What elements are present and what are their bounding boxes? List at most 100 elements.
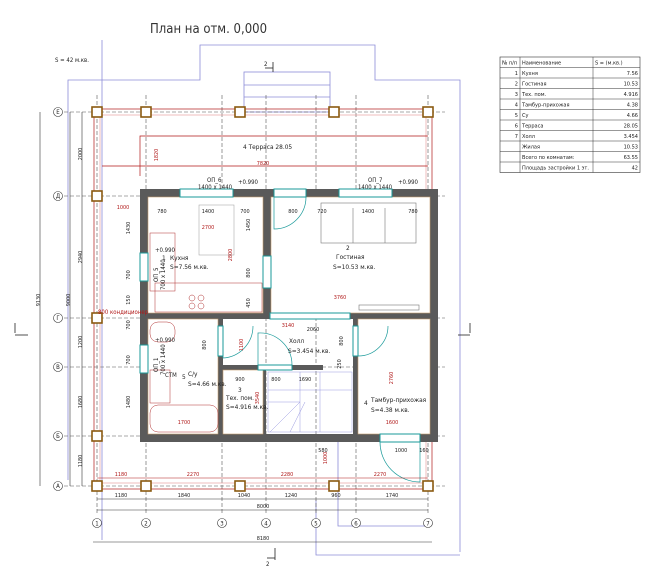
dimension-label: 1400 (362, 209, 375, 215)
dimension-label: 8180 (257, 536, 270, 542)
table-cell-area: 10.53 (624, 82, 638, 88)
conditioner-label: 800 кондиционер (98, 309, 149, 316)
axis-bubble (92, 518, 102, 528)
axis-bubble (217, 518, 227, 528)
dimension-label: 450 (246, 298, 252, 307)
window-op6-level: +0.990 (238, 179, 259, 186)
room-name: С/у (188, 370, 198, 378)
table-cell-area: 10.53 (624, 145, 638, 151)
table-header: Наименование (522, 61, 561, 67)
axis-label: 6 (354, 521, 358, 528)
axis-label: 3 (220, 521, 223, 528)
window-labels: ОП_6 1400 x 1440 +0.990 ОП_7 1400 x 1440… (98, 177, 419, 379)
dimension-label: 700 (126, 355, 132, 364)
dimension-label: 700 (126, 270, 132, 279)
dimension-label: 1000 (323, 452, 329, 465)
dimension-label: 1400 (202, 209, 215, 215)
dimension-label: 800 (246, 268, 252, 277)
axis-label: А (56, 483, 60, 490)
dimension-label: 1180 (78, 455, 84, 468)
dimension-label: 1480 (126, 396, 132, 409)
axis-label: Д (56, 193, 60, 200)
furniture (149, 204, 263, 433)
axis-label: 4 (264, 521, 268, 528)
dimension-label: 1100 (239, 339, 245, 352)
table-cell-name: Тамбур-прихожая (521, 102, 570, 109)
axis-bubble (53, 431, 63, 441)
dimension-label: 8000 (257, 504, 270, 510)
dimension-label: 1180 (115, 472, 128, 478)
door-swings (222, 196, 421, 483)
room-num: 1 (162, 254, 166, 262)
dimension-label: 800 (339, 336, 345, 345)
dimension-label: 800 (288, 209, 297, 215)
dimension-label: 2760 (389, 372, 395, 385)
dimension-label: 2000 (78, 148, 84, 161)
dimension-label: 780 (408, 209, 417, 215)
column (234, 106, 246, 118)
window-op7-size: 1400 x 1440 (358, 184, 393, 191)
table-cell-name: Су (522, 113, 529, 119)
table-cell-name: Площадь застройки 1 эт. (522, 165, 589, 172)
table-cell-num: 5 (515, 113, 518, 119)
dimension-label: 1000 (117, 205, 130, 211)
dimension-label: 800 (271, 377, 280, 383)
columns (91, 106, 434, 492)
table-cell-area: 4.916 (624, 92, 638, 98)
table-cell-num: 7 (515, 134, 518, 140)
axis-label: 5 (314, 521, 317, 528)
table-cell-name: Жилая (522, 145, 540, 151)
column (422, 480, 434, 492)
window-left-kitchen-level: +0.990 (155, 247, 176, 254)
table-header: № п/п (502, 61, 517, 67)
table-cell-area: 3.454 (624, 134, 638, 140)
room-name: Тех. пом. (225, 394, 254, 402)
table-cell-area: 63.55 (624, 155, 638, 161)
room-area: S=4.916 м.кв. (226, 403, 268, 411)
axis-bubble (53, 481, 63, 491)
room-area: S=3.454 м.кв. (288, 347, 330, 355)
dimension-label: 7820 (257, 161, 270, 167)
column (234, 480, 246, 492)
section-marks (14, 62, 471, 560)
column (140, 480, 152, 492)
axis-bubble (53, 362, 63, 372)
dimension-label: 1740 (386, 493, 399, 499)
dimension-label: 1700 (178, 420, 191, 426)
room-num: 5 (182, 373, 186, 381)
section-mark-top: 2 (264, 61, 267, 68)
dimension-label: 1690 (299, 377, 312, 383)
axis-bubble (53, 107, 63, 117)
column (328, 106, 340, 118)
window-left-bath-size: 700 x 1440 (160, 344, 167, 375)
room-num: 4 (364, 399, 368, 407)
table-cell-name: Всего по комнатам: (522, 155, 575, 161)
dimension-label: 1430 (126, 222, 132, 235)
axis-bubble (261, 518, 271, 528)
room-terrace: 4 Терраса 28.05 (243, 143, 292, 151)
room-name: Тамбур-прихожая (370, 396, 427, 404)
axis-bubble (311, 518, 321, 528)
window-op7-name: ОП_7 (368, 177, 382, 184)
ctm-label: СТМ (165, 372, 177, 379)
table-cell-num: 6 (515, 124, 518, 130)
dimension-label: 2060 (307, 327, 320, 333)
window-left-kitchen-size: 700 x 1440 (160, 259, 167, 290)
axis-bubble (423, 518, 433, 528)
room-area: S=10.53 м.кв. (333, 263, 375, 271)
dimension-label: 3760 (334, 295, 347, 301)
room-tambour: 4 Тамбур-прихожая S=4.38 м.кв. (364, 396, 427, 414)
dimension-label: 960 (331, 493, 340, 499)
column (328, 480, 340, 492)
dimension-label: 3540 (255, 392, 261, 405)
room-num: 2 (346, 244, 350, 252)
room-living: 2 Гостиная S=10.53 м.кв. (333, 244, 375, 271)
dimension-label: 1200 (78, 336, 84, 349)
table-cell-area: 4.38 (627, 103, 638, 109)
room-name: Кухня (170, 254, 189, 262)
dimension-label: 1000 (395, 448, 408, 454)
table-cell-name: Гостиная (522, 82, 547, 88)
table-header: S = (м.кв.) (595, 61, 623, 67)
window-op6-name: ОП_6 (207, 177, 222, 184)
